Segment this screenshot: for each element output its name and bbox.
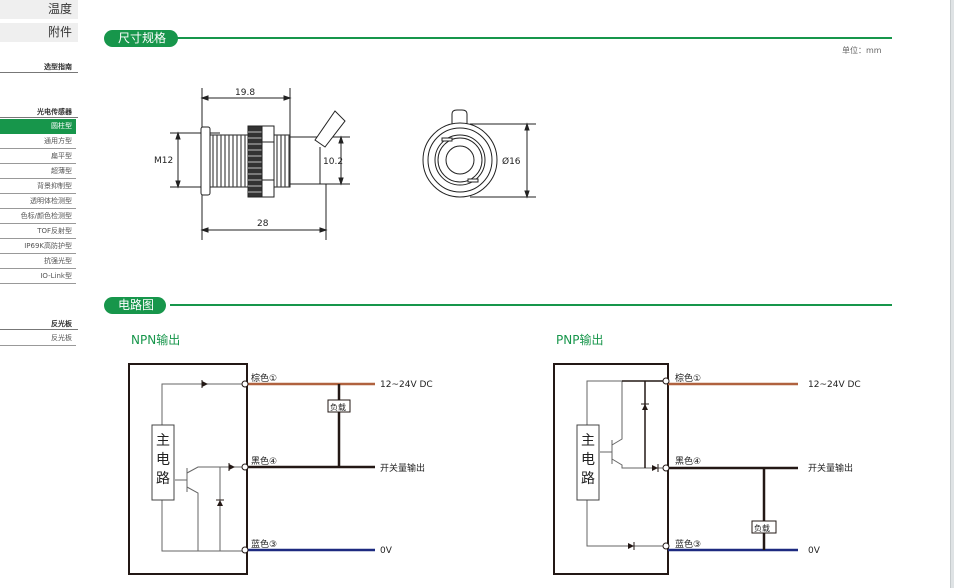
sidebar-item-color-mark[interactable]: 色标/颜色检测型 <box>0 209 76 224</box>
load-label: 负载 <box>330 402 346 412</box>
npn-circuit-diagram: 主 电 路 负载 棕色① 黑色④ 蓝色③ 12~24V DC 开关量输出 0V <box>128 363 433 575</box>
load-label: 负载 <box>754 523 770 533</box>
sidebar-item-anti-glare[interactable]: 抗强光型 <box>0 254 76 269</box>
main-circuit-char: 路 <box>156 471 170 487</box>
label-output: 开关量输出 <box>808 462 853 474</box>
sidebar-item-accessories[interactable]: 附件 <box>0 23 78 42</box>
wire-label-black: 黑色④ <box>675 455 701 467</box>
sidebar: 温度 附件 选型指南 光电传感器 圆柱型 通用方型 扁平型 超薄型 背景抑制型 … <box>0 0 78 588</box>
dim-width-top: 19.8 <box>235 88 255 98</box>
scrollbar[interactable] <box>950 0 954 588</box>
sidebar-heading-photoelectric[interactable]: 光电传感器 <box>0 107 78 118</box>
label-zero: 0V <box>380 546 393 556</box>
sidebar-item-transparent-detection[interactable]: 透明体检测型 <box>0 194 76 209</box>
terminal <box>241 380 249 388</box>
wire-label-blue: 蓝色③ <box>251 538 277 550</box>
sidebar-item-background-suppression[interactable]: 背景抑制型 <box>0 179 76 194</box>
unit-label: 单位：mm <box>842 46 882 55</box>
dim-thread: M12 <box>154 156 173 166</box>
sidebar-item-label: 温度 <box>47 2 72 16</box>
label-zero: 0V <box>808 546 821 556</box>
dim-total-length: 28 <box>257 219 269 229</box>
pnp-circuit-diagram: 主 电 路 负载 棕色① 黑色④ 蓝色③ 12~24V DC 开关量输出 0V <box>553 363 861 575</box>
dim-diameter: Ø16 <box>502 156 521 167</box>
pnp-title: PNP输出 <box>556 333 604 347</box>
terminal <box>662 542 670 550</box>
section-title-circuit: 电路图 <box>104 297 167 314</box>
sidebar-heading-guide[interactable]: 选型指南 <box>0 62 78 73</box>
wire-label-brown: 棕色① <box>675 372 701 384</box>
main-circuit-char: 主 <box>156 433 170 449</box>
npn-title: NPN输出 <box>131 333 181 347</box>
section-title-dimensions: 尺寸规格 <box>104 30 179 47</box>
terminal <box>662 377 670 385</box>
sidebar-item-io-link[interactable]: IO-Link型 <box>0 269 76 284</box>
label-supply: 12~24V DC <box>808 380 861 390</box>
sidebar-item-general-square[interactable]: 通用方型 <box>0 134 76 149</box>
main-circuit-char: 电 <box>156 452 170 468</box>
sidebar-item-label: 附件 <box>47 25 72 39</box>
sidebar-item-reflector[interactable]: 反光板 <box>0 331 76 346</box>
main-circuit-char: 电 <box>581 452 595 468</box>
label-supply: 12~24V DC <box>380 380 433 390</box>
sidebar-item-ip69k[interactable]: IP69K高防护型 <box>0 239 76 254</box>
terminal <box>662 464 670 472</box>
wire-label-brown: 棕色① <box>251 372 277 384</box>
side-view-drawing: 19.8 M12 10.2 28 <box>154 88 350 240</box>
label-output: 开关量输出 <box>380 462 425 474</box>
wire-label-black: 黑色④ <box>251 455 277 467</box>
sidebar-item-ultra-thin[interactable]: 超薄型 <box>0 164 76 179</box>
wire-label-blue: 蓝色③ <box>675 538 701 550</box>
sidebar-item-cylindrical[interactable]: 圆柱型 <box>0 119 76 134</box>
section-divider <box>170 304 892 306</box>
main-circuit-char: 路 <box>581 471 595 487</box>
sidebar-heading-reflector[interactable]: 反光板 <box>0 319 78 330</box>
main-circuit-char: 主 <box>581 433 595 449</box>
sidebar-item-tof[interactable]: TOF反射型 <box>0 224 76 239</box>
front-view-drawing: Ø16 <box>422 109 536 199</box>
terminal <box>241 546 249 554</box>
terminal <box>241 463 249 471</box>
sidebar-item-flat[interactable]: 扁平型 <box>0 149 76 164</box>
section-divider <box>170 37 892 39</box>
sidebar-item-temperature[interactable]: 温度 <box>0 0 78 19</box>
dim-height-right: 10.2 <box>323 157 343 167</box>
